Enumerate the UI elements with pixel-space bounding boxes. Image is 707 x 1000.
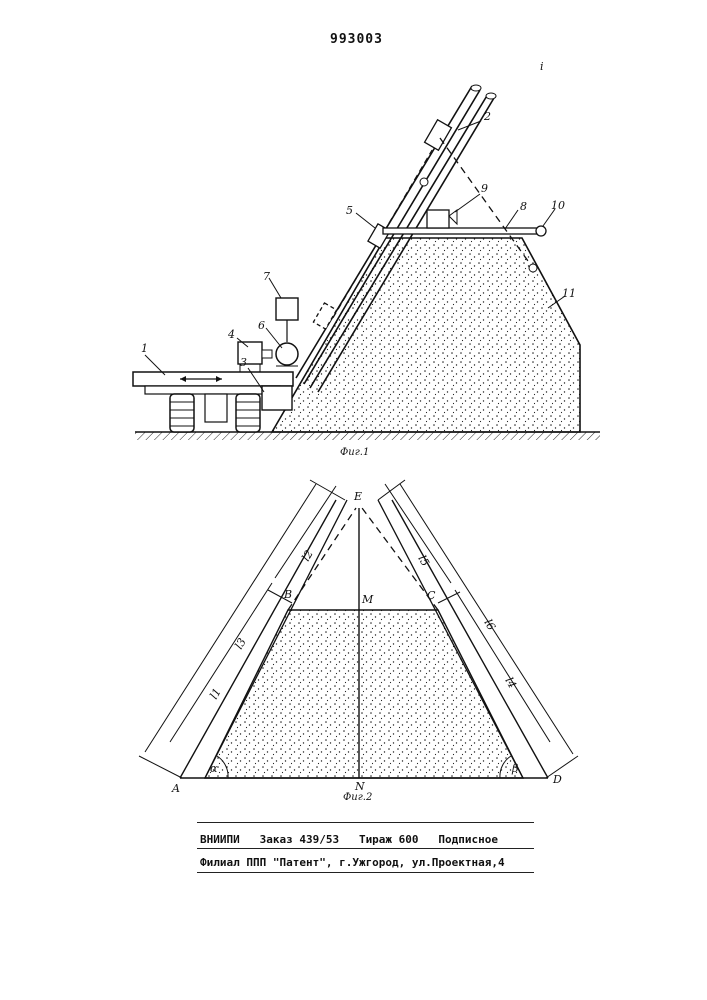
label-2: 2 <box>483 110 491 123</box>
label-9: 9 <box>481 182 488 195</box>
boom-roller <box>420 178 428 186</box>
pulley-6 <box>276 343 298 365</box>
point-c: C <box>427 589 436 602</box>
label-10: 10 <box>551 199 565 212</box>
figure-2: A B C D E M N l3 l1 l2 l5 l4 l6 α β Фиг.… <box>139 480 578 803</box>
pile-section <box>205 610 523 778</box>
footer-rule-bottom <box>197 872 534 873</box>
label-6: 6 <box>258 319 265 332</box>
figure-1-caption: Фиг.1 <box>340 447 369 458</box>
footer-rule-top <box>197 822 534 823</box>
bar-8 <box>383 228 540 234</box>
motor-4-shaft <box>262 350 272 358</box>
dim-l6: l6 <box>481 617 498 633</box>
boom-tip-1 <box>471 85 481 91</box>
ground-hatch <box>135 432 600 440</box>
footer-order-line: ВНИИПИ Заказ 439/53 Тираж 600 Подписное <box>200 833 498 846</box>
unit-9 <box>427 210 449 228</box>
label-7: 7 <box>263 270 270 283</box>
axle-housing <box>205 394 227 422</box>
vehicle-frame <box>145 386 280 394</box>
boom-tip-2 <box>486 93 496 99</box>
label-1: 1 <box>141 342 148 355</box>
unit-3 <box>262 386 292 410</box>
dim-l1: l1 <box>207 686 224 702</box>
label-8: 8 <box>520 200 527 213</box>
point-d: D <box>552 773 562 786</box>
margin-mark: i <box>540 60 544 73</box>
hook-10 <box>536 226 546 236</box>
dashed-be <box>288 508 356 610</box>
label-4: 4 <box>227 328 235 341</box>
angle-beta: β <box>511 762 518 775</box>
label-5: 5 <box>346 204 353 217</box>
cable-anchor <box>529 264 537 272</box>
label-11: 11 <box>562 287 576 300</box>
point-m: M <box>361 593 374 606</box>
figure-2-caption: Фиг.2 <box>343 792 372 803</box>
footer-rule-middle <box>197 848 534 849</box>
point-a: A <box>171 782 180 795</box>
footer-address-line: Филиал ППП "Патент", г.Ужгород, ул.Проек… <box>200 856 505 869</box>
point-b: B <box>283 588 292 601</box>
label-3: 3 <box>240 356 247 369</box>
point-e: E <box>353 490 362 503</box>
angle-alpha: α <box>210 762 218 775</box>
dim-l3: l3 <box>232 636 249 652</box>
unit-9-nozzle <box>449 210 457 224</box>
unit-7 <box>276 298 298 320</box>
figure-1: 1 2 3 4 5 6 7 8 9 10 11 Фиг.1 <box>133 85 600 458</box>
